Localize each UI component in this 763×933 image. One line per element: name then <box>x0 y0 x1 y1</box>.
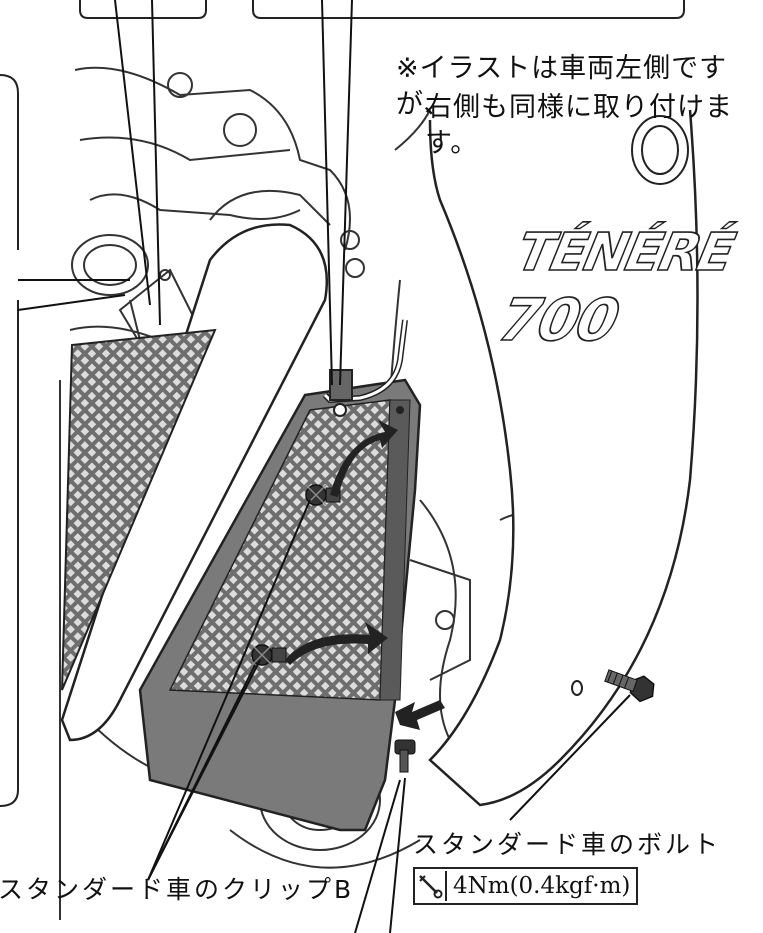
side-cover <box>428 109 699 807</box>
torque-value: 4Nm(0.4kgf·m) <box>453 873 631 899</box>
radiator-core <box>61 328 217 691</box>
guard-mount-hole-top <box>333 403 347 417</box>
install-arrow-bolt <box>395 700 445 730</box>
engine-frame-outline <box>59 66 561 920</box>
install-arrow-upper <box>330 420 398 497</box>
svg-text:700: 700 <box>487 287 629 354</box>
callout-bracket-left <box>0 74 19 807</box>
guard-bolt <box>394 739 416 773</box>
leader-lines <box>17 0 631 933</box>
frame-down-tube <box>60 223 329 742</box>
side-cover-grommet <box>631 115 689 185</box>
standard-bolt <box>604 669 655 703</box>
radiator-guard-edge <box>379 399 411 701</box>
standard-bolt-label: スタンダード車のボルト <box>413 830 722 859</box>
callout-box-left <box>79 0 207 19</box>
torque-wrench-icon <box>415 871 447 901</box>
tenere-700-logo: TÉNÉRÉ 700 <box>486 221 745 355</box>
illustration-note-line-2: 右側も同様に取り付けます。 <box>425 92 733 159</box>
callout-box-right <box>252 0 685 19</box>
torque-spec-box: 4Nm(0.4kgf·m) <box>413 867 639 905</box>
standard-clip-b-label: スタンダード車のクリップB <box>0 875 355 904</box>
illustration-note-line-1: ※イラストは車両左側ですが、 <box>396 53 728 120</box>
svg-text:TÉNÉRÉ: TÉNÉRÉ <box>506 222 744 283</box>
install-arrow-lower <box>285 622 388 665</box>
clip-b-lower <box>251 644 287 666</box>
